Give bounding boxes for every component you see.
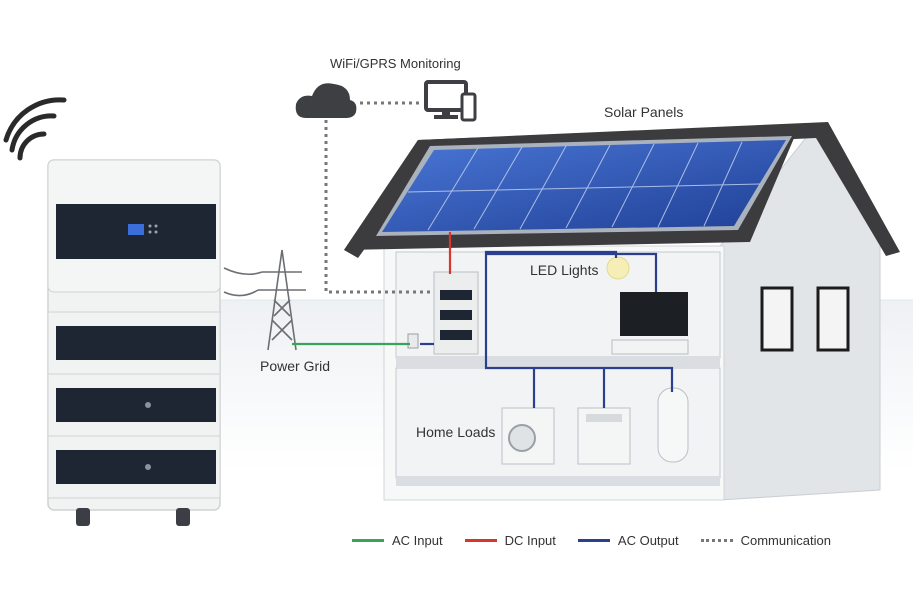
communication-lines xyxy=(324,101,432,294)
water-heater-icon xyxy=(657,387,689,463)
legend-swatch-ac-output xyxy=(577,539,610,542)
legend-item-ac-output: AC Output xyxy=(577,533,679,548)
legend: AC Input DC Input AC Output Communicatio… xyxy=(352,533,853,548)
battery-wheel-right xyxy=(176,508,190,526)
power-grid-label: Power Grid xyxy=(260,358,331,374)
phone-icon xyxy=(460,92,477,122)
legend-swatch-ac-input xyxy=(352,539,384,542)
legend-label: AC Input xyxy=(392,533,443,548)
legend-label: DC Input xyxy=(504,533,556,548)
legend-item-ac-input: AC Input xyxy=(352,533,443,548)
legend-item-communication: Communication xyxy=(700,533,831,548)
battery-tower xyxy=(47,159,221,526)
tv-icon xyxy=(611,292,689,355)
legend-item-dc-input: DC Input xyxy=(464,533,556,548)
house xyxy=(344,122,900,501)
led-lights-label: LED Lights xyxy=(530,262,599,278)
window-left xyxy=(760,286,794,352)
monitoring-label: WiFi/GPRS Monitoring xyxy=(330,56,461,71)
battery-module-2 xyxy=(56,388,216,422)
battery-wheel-left xyxy=(76,508,90,526)
ac-output-lines xyxy=(420,250,674,408)
solar-panel-array xyxy=(376,136,792,236)
dryer-icon xyxy=(577,407,631,465)
wifi-icon xyxy=(3,97,67,161)
battery-module-3 xyxy=(56,450,216,484)
battery-lcd xyxy=(128,224,144,235)
monitor-icon xyxy=(424,80,468,119)
legend-swatch-communication xyxy=(700,539,733,542)
legend-swatch-dc-input xyxy=(464,539,497,542)
bulb-icon xyxy=(606,256,630,280)
legend-label: AC Output xyxy=(617,533,679,548)
inverter-unit xyxy=(407,271,479,355)
solar-panels-label: Solar Panels xyxy=(604,104,684,120)
battery-module-1 xyxy=(56,326,216,360)
pylon-icon xyxy=(223,249,306,351)
window-right xyxy=(816,286,850,352)
home-loads-label: Home Loads xyxy=(416,424,496,440)
washing-machine-icon xyxy=(501,407,555,465)
legend-label: Communication xyxy=(740,533,831,548)
cloud-icon xyxy=(295,83,357,118)
